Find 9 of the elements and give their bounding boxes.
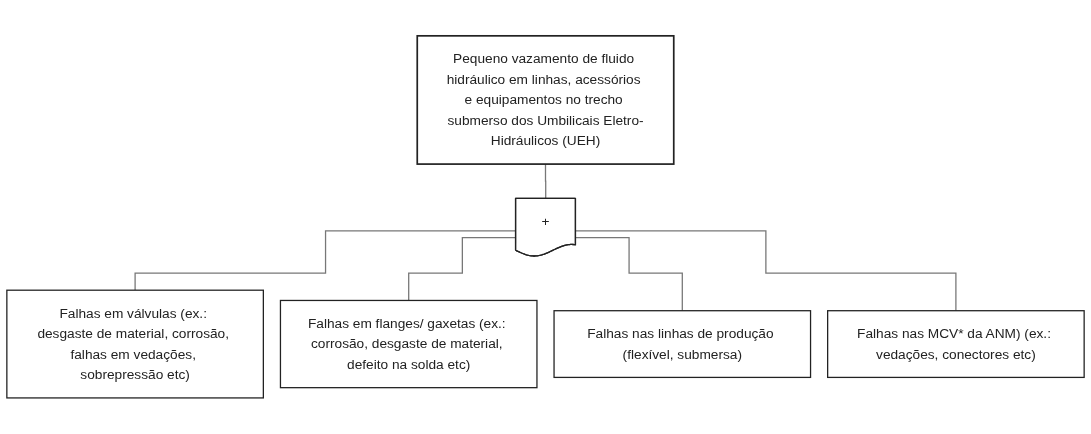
connector (575, 237, 683, 312)
connector (575, 230, 957, 312)
node-box: Falhas nas linhas de produção (flexível, submersa) (553, 310, 812, 379)
node-box: Falhas nas MCV* da ANM) (ex.: vedações, conectores etc) (827, 310, 1085, 379)
connector (408, 237, 517, 302)
node-box: Pequeno vazamento de fluido hidráulico em linhas, acessórios e equipamentos no trecho submerso dos Umbilicais Eletro-Hidráulicos (UEH) (416, 35, 675, 166)
node-box: Falhas em flanges/ gaxetas (ex.: corrosão, desgaste de material, defeito na solda etc) (279, 299, 538, 389)
connector (134, 230, 517, 291)
node-box: Falhas em válvulas (ex.: desgaste de material, corrosão, falhas em vedações, sobrepressão etc) (6, 289, 264, 399)
